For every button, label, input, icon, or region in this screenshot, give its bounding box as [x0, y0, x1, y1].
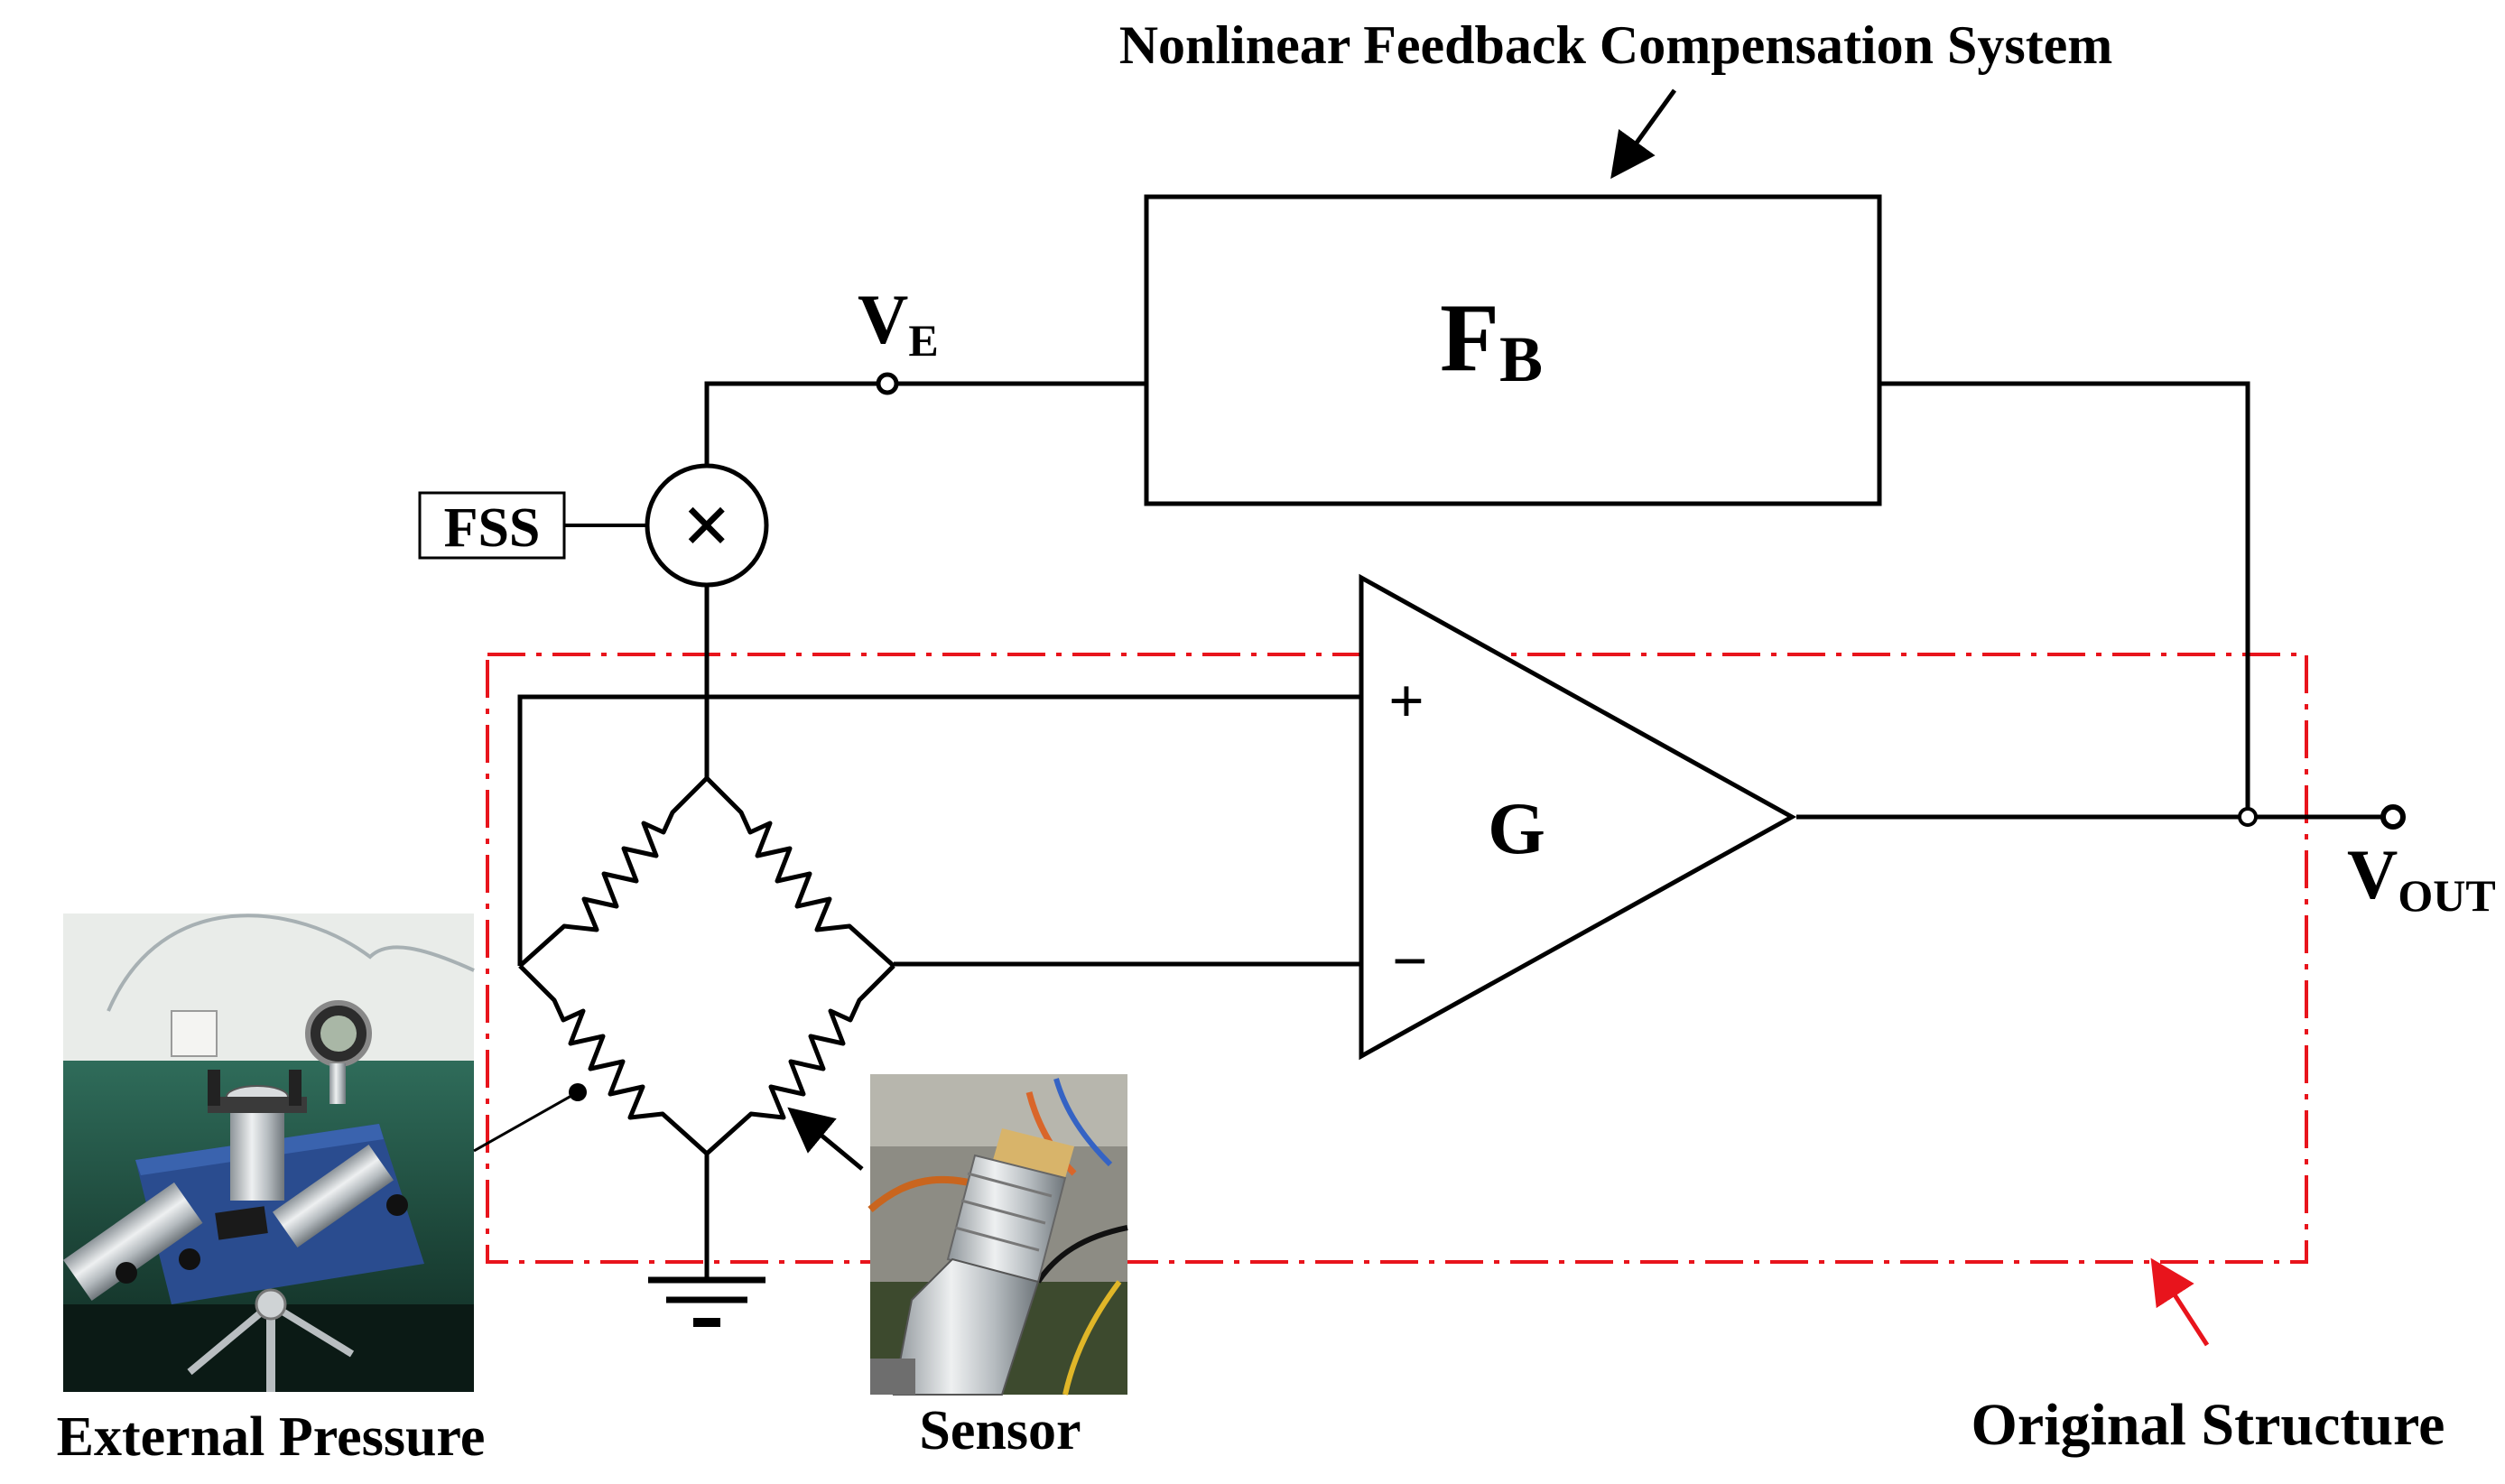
original-structure-region	[486, 653, 2308, 1264]
external-pressure-photo	[63, 914, 475, 1392]
region-pointer-arrow	[2150, 1257, 2210, 1347]
title-pointer-arrow	[1610, 88, 1677, 180]
region-label: Original Structure	[1972, 1392, 2445, 1458]
photo-left-caption: External Pressure	[57, 1406, 486, 1468]
pressure-connector-dot	[569, 1083, 587, 1101]
output-label: VOUT	[2347, 835, 2496, 921]
pressure-photo-connector	[473, 1090, 579, 1153]
fss-input: FSS	[418, 491, 647, 560]
feedback-block-label: FB	[1440, 284, 1543, 395]
photo-right-caption: Sensor	[919, 1400, 1081, 1461]
ground-symbol	[648, 1276, 765, 1327]
sensor-photo	[867, 1074, 1128, 1396]
amplifier-plus: +	[1388, 667, 1424, 737]
node-ve	[876, 372, 899, 395]
bridge-amplifier-wires	[517, 694, 2386, 967]
wheatstone-bridge	[518, 776, 895, 1280]
fss-label: FSS	[444, 497, 541, 559]
node-ve-label: VE	[858, 280, 939, 366]
output-terminal	[2380, 804, 2406, 830]
amplifier-gain-label: G	[1488, 787, 1545, 869]
multiplier: ×	[645, 463, 769, 588]
amplifier-minus: −	[1392, 927, 1428, 997]
multiplier-symbol: ×	[682, 477, 732, 573]
junction-node	[2238, 807, 2258, 827]
diagram-title: Nonlinear Feedback Compensation System	[1119, 15, 2113, 75]
feedback-block: FB	[1144, 194, 1882, 506]
sensor-pointer-arrow	[787, 1107, 864, 1171]
amplifier: G + −	[1359, 573, 1797, 1061]
feedback-wires	[704, 381, 2250, 817]
